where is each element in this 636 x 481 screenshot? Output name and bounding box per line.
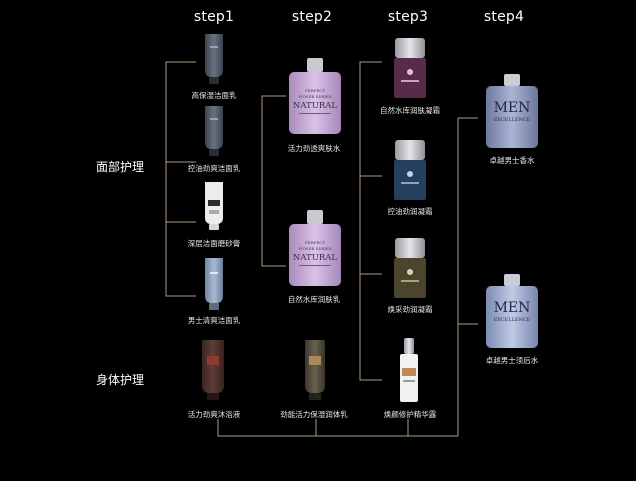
svg-text:MEN: MEN xyxy=(494,300,531,316)
caption-p6: 活力劲透爽肤水 xyxy=(287,144,341,153)
caption-p13: 卓越男士香水 xyxy=(489,156,535,165)
product-serum-bottle xyxy=(399,338,419,402)
product-jar-blue xyxy=(393,140,427,200)
step-title-4: step4 xyxy=(483,9,525,25)
svg-text:EXCELLENCE: EXCELLENCE xyxy=(494,117,531,123)
product-men-bottle: MEN EXCELLENCE xyxy=(484,74,540,148)
product-tube-maroon xyxy=(200,338,226,400)
product-bottle-natural-2: PERFECT POWER SERIES NATURAL xyxy=(287,210,343,286)
product-jar-olive xyxy=(393,238,427,298)
svg-text:PERFECT: PERFECT xyxy=(305,88,325,93)
caption-p1: 高保湿洁面乳 xyxy=(191,91,237,100)
caption-p9: 自然水库润肤凝霜 xyxy=(380,106,440,115)
svg-text:PERFECT: PERFECT xyxy=(305,240,325,245)
caption-p8: 劲能活力保湿润体乳 xyxy=(280,410,348,419)
step-title-3: step3 xyxy=(387,9,429,25)
category-face-care: 面部护理 xyxy=(96,160,145,174)
caption-p10: 控油劲润凝霜 xyxy=(387,207,433,216)
caption-p4: 男士清爽洁面乳 xyxy=(187,316,241,325)
caption-p5: 活力劲爽沐浴液 xyxy=(187,410,241,419)
svg-text:NATURAL: NATURAL xyxy=(293,253,337,263)
svg-text:POWER SERIES: POWER SERIES xyxy=(298,94,331,99)
product-tube-bronze xyxy=(303,338,327,400)
caption-p12: 焕颜修护精华露 xyxy=(383,410,437,419)
product-bottle-natural: PERFECT POWER SERIES NATURAL xyxy=(287,58,343,134)
product-tube-dark xyxy=(204,32,224,84)
caption-p3: 深层洁面磨砂膏 xyxy=(187,239,241,248)
caption-p14: 卓越男士须后水 xyxy=(485,356,539,365)
category-body-care: 身体护理 xyxy=(96,373,145,387)
svg-text:NATURAL: NATURAL xyxy=(293,101,337,111)
product-tube-blue xyxy=(204,256,224,310)
product-jar-purple xyxy=(393,38,427,98)
caption-p7: 自然水库润肤乳 xyxy=(287,295,341,304)
caption-p11: 焕采劲润凝霜 xyxy=(387,305,433,314)
caption-p2: 控油劲爽洁面乳 xyxy=(187,164,241,173)
step-title-2: step2 xyxy=(291,9,333,25)
svg-text:MEN: MEN xyxy=(494,100,531,116)
product-men-bottle-2: MEN EXCELLENCE xyxy=(484,274,540,348)
svg-text:POWER SERIES: POWER SERIES xyxy=(298,246,331,251)
step-title-1: step1 xyxy=(193,9,235,25)
svg-text:EXCELLENCE: EXCELLENCE xyxy=(494,317,531,323)
product-tube-dark-2 xyxy=(204,104,224,156)
product-tube-white xyxy=(204,180,224,230)
